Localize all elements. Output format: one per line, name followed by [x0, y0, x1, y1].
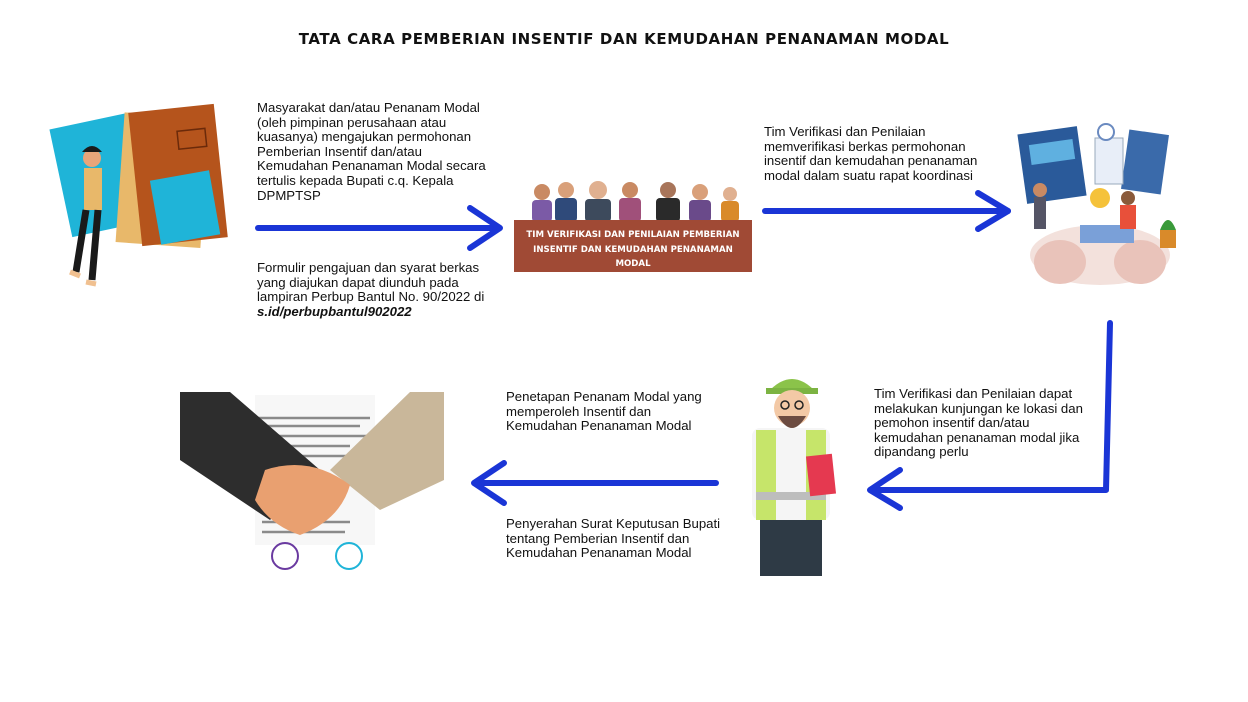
- step1-form-note: Formulir pengajuan dan syarat berkas yan…: [257, 260, 497, 319]
- field-inspector-illustration: [752, 379, 837, 576]
- verification-team-illustration: [514, 181, 752, 272]
- step4-handover: Penyerahan Surat Keputusan Bupati tentan…: [506, 516, 721, 561]
- coordination-meeting-illustration: [1017, 123, 1176, 285]
- page-title: TATA CARA PEMBERIAN INSENTIF DAN KEMUDAH…: [298, 30, 950, 48]
- applicant-documents-illustration: [49, 103, 228, 287]
- step2-description: Tim Verifikasi dan Penilaian memverifika…: [764, 124, 978, 183]
- step1-description: Masyarakat dan/atau Penanam Modal (oleh …: [257, 100, 486, 203]
- arrow-right-1: [255, 205, 503, 251]
- arrow-down-left: [867, 320, 1113, 511]
- step4-decision: Penetapan Penanam Modal yang memperoleh …: [506, 389, 702, 434]
- arrow-right-2: [762, 190, 1011, 232]
- step3-description: Tim Verifikasi dan Penilaian dapat melak…: [874, 386, 1083, 460]
- step1-form-note-text: Formulir pengajuan dan syarat berkas yan…: [257, 260, 485, 305]
- handshake-illustration: [180, 392, 444, 570]
- perbup-link[interactable]: s.id/perbupbantul902022: [257, 303, 412, 319]
- verification-team-panel-label: TIM VERIFIKASI DAN PENILAIAN PEMBERIAN I…: [526, 230, 740, 269]
- arrow-left-1: [471, 460, 719, 506]
